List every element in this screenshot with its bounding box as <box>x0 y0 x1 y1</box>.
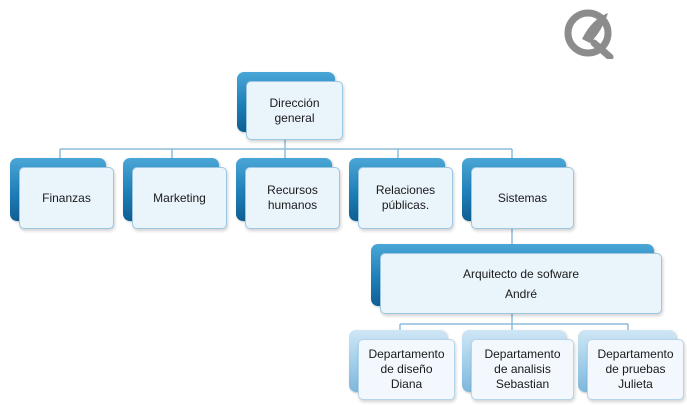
node-line: Arquitecto de sofware <box>462 266 580 281</box>
node-line: de diseño <box>380 362 433 376</box>
node-line: Dirección <box>269 95 320 110</box>
node-label-box: Finanzas <box>19 167 114 229</box>
node-recursos-humanos[interactable]: Recursos humanos <box>236 158 340 229</box>
node-marketing[interactable]: Marketing <box>123 158 227 229</box>
node-line: general <box>274 110 315 125</box>
node-line: de analisis <box>494 362 551 376</box>
node-line: Julieta <box>618 377 653 391</box>
node-line: Sebastian <box>495 377 550 391</box>
brand-logo-icon <box>564 9 614 59</box>
node-line: Departamento <box>368 347 445 361</box>
node-label-box: Departamento de analisis Sebastian <box>471 339 574 400</box>
node-line: públicas. <box>381 198 430 212</box>
node-line: de pruebas <box>605 362 666 376</box>
node-line: Recursos <box>267 183 318 197</box>
node-line: Relaciones <box>375 183 436 197</box>
node-label-box: Departamento de pruebas Julieta <box>587 339 684 400</box>
node-line: Marketing <box>153 190 206 205</box>
node-arquitecto-software[interactable]: Arquitecto de sofware André <box>371 244 662 314</box>
node-departamento-analisis[interactable]: Departamento de analisis Sebastian <box>462 330 574 400</box>
node-label-box: Recursos humanos <box>245 167 340 229</box>
node-direccion-general[interactable]: Dirección general <box>237 72 343 140</box>
node-label-box: Marketing <box>132 167 227 229</box>
node-departamento-pruebas[interactable]: Departamento de pruebas Julieta <box>578 330 684 400</box>
node-departamento-diseno[interactable]: Departamento de diseño Diana <box>349 330 455 400</box>
node-label-box: Departamento de diseño Diana <box>358 339 455 400</box>
node-line: Departamento <box>484 347 561 361</box>
node-line: Departamento <box>597 347 674 361</box>
node-label-box: Arquitecto de sofware André <box>380 253 662 314</box>
node-line: Finanzas <box>42 190 91 205</box>
node-relaciones-publicas[interactable]: Relaciones públicas. <box>349 158 453 229</box>
node-finanzas[interactable]: Finanzas <box>10 158 114 229</box>
node-label-box: Relaciones públicas. <box>358 167 453 229</box>
node-label-box: Sistemas <box>471 167 574 229</box>
node-label-box: Dirección general <box>246 81 343 140</box>
node-line: Diana <box>390 377 423 391</box>
node-sistemas[interactable]: Sistemas <box>462 158 574 229</box>
node-line: humanos <box>267 198 318 212</box>
node-line: André <box>504 286 538 301</box>
node-line: Sistemas <box>497 190 548 205</box>
